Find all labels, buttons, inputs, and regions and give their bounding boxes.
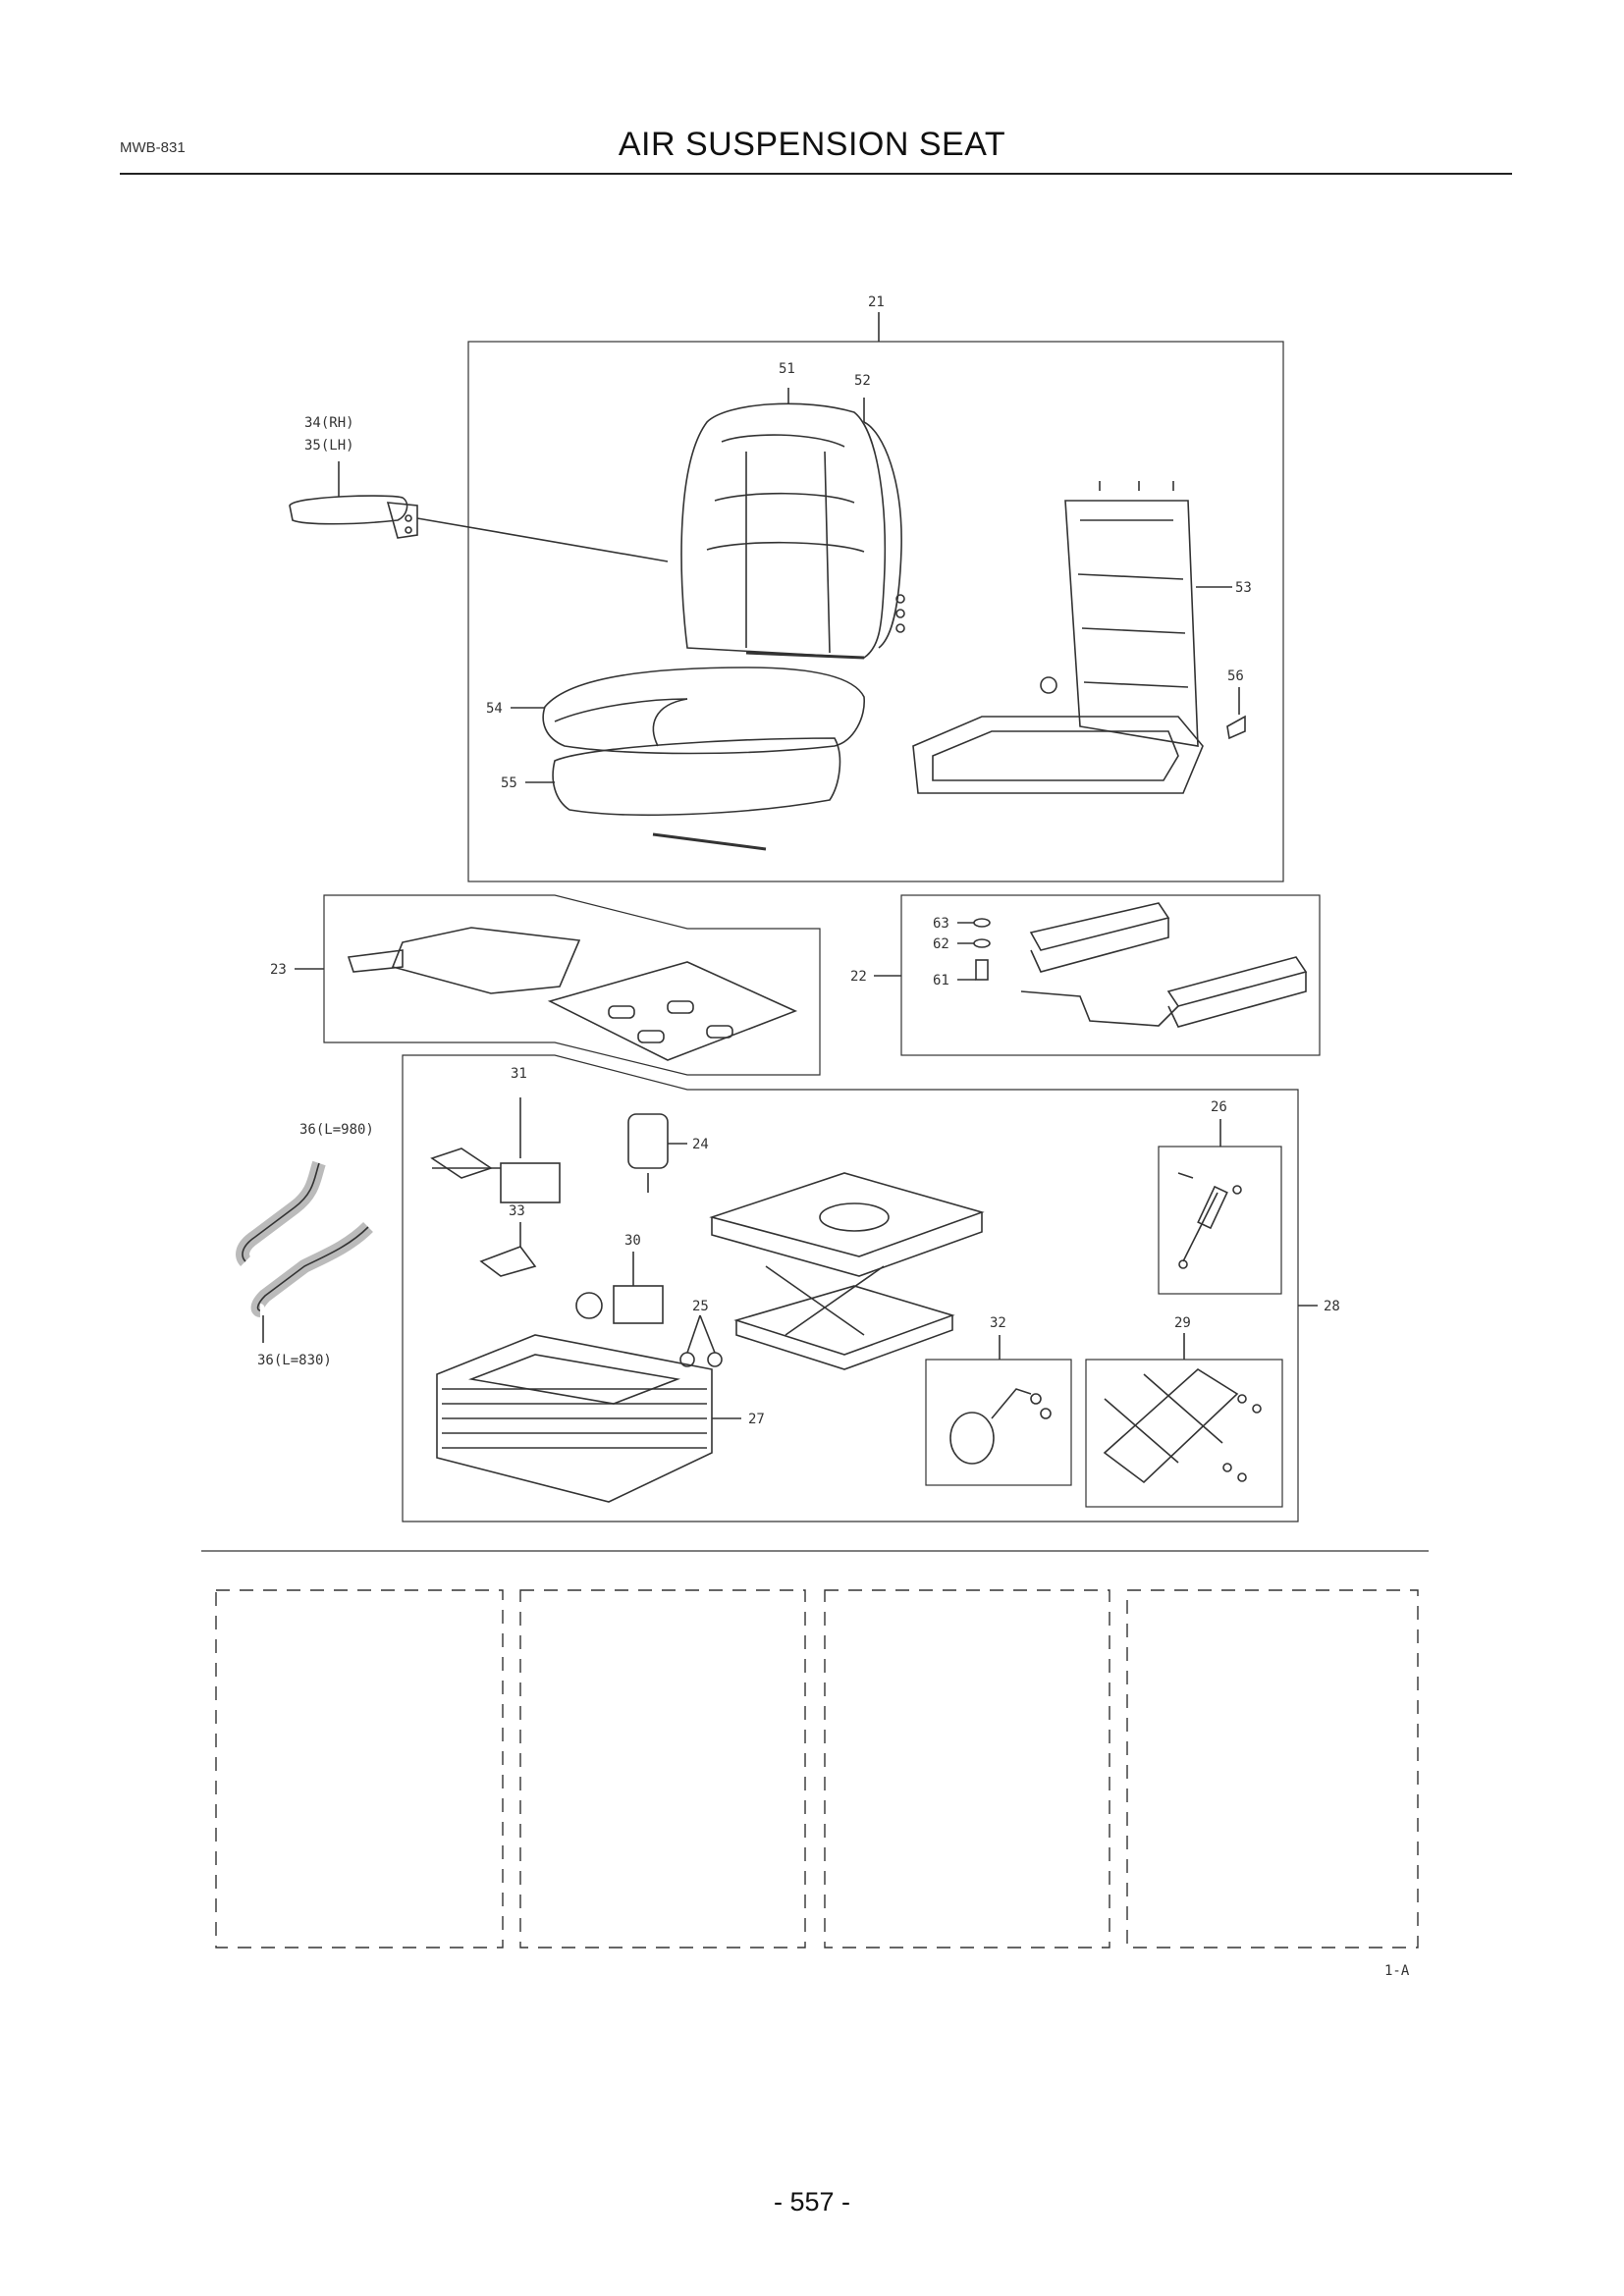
switch-box xyxy=(925,1359,1072,1486)
notes-grid xyxy=(215,1589,1419,1949)
height-adjuster xyxy=(1103,1368,1262,1484)
callout-52: 52 xyxy=(854,373,871,389)
hose-980 xyxy=(236,1160,326,1266)
backrest-cover xyxy=(863,398,905,649)
callout-30: 30 xyxy=(624,1233,641,1249)
callout-21: 21 xyxy=(868,294,885,310)
seat-knob xyxy=(1226,687,1246,740)
shock-absorber-box xyxy=(1158,1146,1282,1295)
callout-35: 35(LH) xyxy=(304,438,354,454)
callout-27: 27 xyxy=(748,1412,765,1427)
callout-61: 61 xyxy=(933,973,949,988)
callout-55: 55 xyxy=(501,775,517,791)
notes-box-4 xyxy=(1126,1589,1419,1949)
callout-29: 29 xyxy=(1174,1315,1191,1331)
scissor-mechanism xyxy=(709,1172,985,1370)
suspension-frame xyxy=(402,1054,1299,1522)
callout-24: 24 xyxy=(692,1137,709,1152)
callout-62: 62 xyxy=(933,936,949,952)
revision-mark: 1-A xyxy=(1384,1963,1410,1979)
air-bellows xyxy=(436,1334,741,1503)
callout-25: 25 xyxy=(692,1299,709,1314)
notes-box-2 xyxy=(519,1589,806,1949)
air-filter xyxy=(627,1113,687,1193)
mounting-plate xyxy=(347,927,798,1061)
callout-34: 34(RH) xyxy=(304,415,354,431)
callout-23: 23 xyxy=(270,962,287,978)
callout-56: 56 xyxy=(1227,668,1244,684)
page-title: AIR SUSPENSION SEAT xyxy=(618,126,1006,163)
backrest-hinge xyxy=(745,651,865,660)
mounting-plate-frame xyxy=(323,894,821,1076)
callout-26: 26 xyxy=(1211,1099,1227,1115)
slide-rail-upper xyxy=(1029,902,1170,973)
seat-assembly-frame xyxy=(467,341,1284,882)
armrest xyxy=(289,461,669,562)
callout-22: 22 xyxy=(850,969,867,985)
document-code: MWB-831 xyxy=(120,139,186,156)
control-lever xyxy=(479,1222,537,1277)
seat-frame xyxy=(912,481,1232,794)
backrest-cushion xyxy=(680,388,887,659)
hose-830 xyxy=(250,1221,373,1343)
slide-rail-lower xyxy=(1166,956,1308,1028)
hose-clips xyxy=(679,1314,723,1367)
callout-36-830: 36(L=830) xyxy=(257,1353,332,1368)
page-number: - 557 - xyxy=(773,2187,851,2216)
title-rule xyxy=(120,173,1512,175)
callout-54: 54 xyxy=(486,701,503,717)
callout-63: 63 xyxy=(933,916,949,932)
valve-assembly xyxy=(430,1097,561,1203)
fastener-set xyxy=(957,918,991,981)
pressure-switch xyxy=(949,1388,1052,1465)
callout-36-980: 36(L=980) xyxy=(299,1122,374,1138)
slide-rail-frame xyxy=(900,894,1321,1056)
notes-box-1 xyxy=(215,1589,504,1949)
seat-rod xyxy=(652,832,767,851)
callout-31: 31 xyxy=(511,1066,527,1082)
callout-53: 53 xyxy=(1235,580,1252,596)
notes-box-3 xyxy=(824,1589,1110,1949)
slide-lever xyxy=(1020,990,1179,1027)
callout-32: 32 xyxy=(990,1315,1006,1331)
callout-33: 33 xyxy=(509,1203,525,1219)
seat-pan xyxy=(525,737,841,817)
shock-absorber xyxy=(1177,1172,1242,1269)
callout-28: 28 xyxy=(1324,1299,1340,1314)
callout-51: 51 xyxy=(779,361,795,377)
seat-cushion xyxy=(511,667,865,755)
valve-block xyxy=(575,1252,664,1324)
